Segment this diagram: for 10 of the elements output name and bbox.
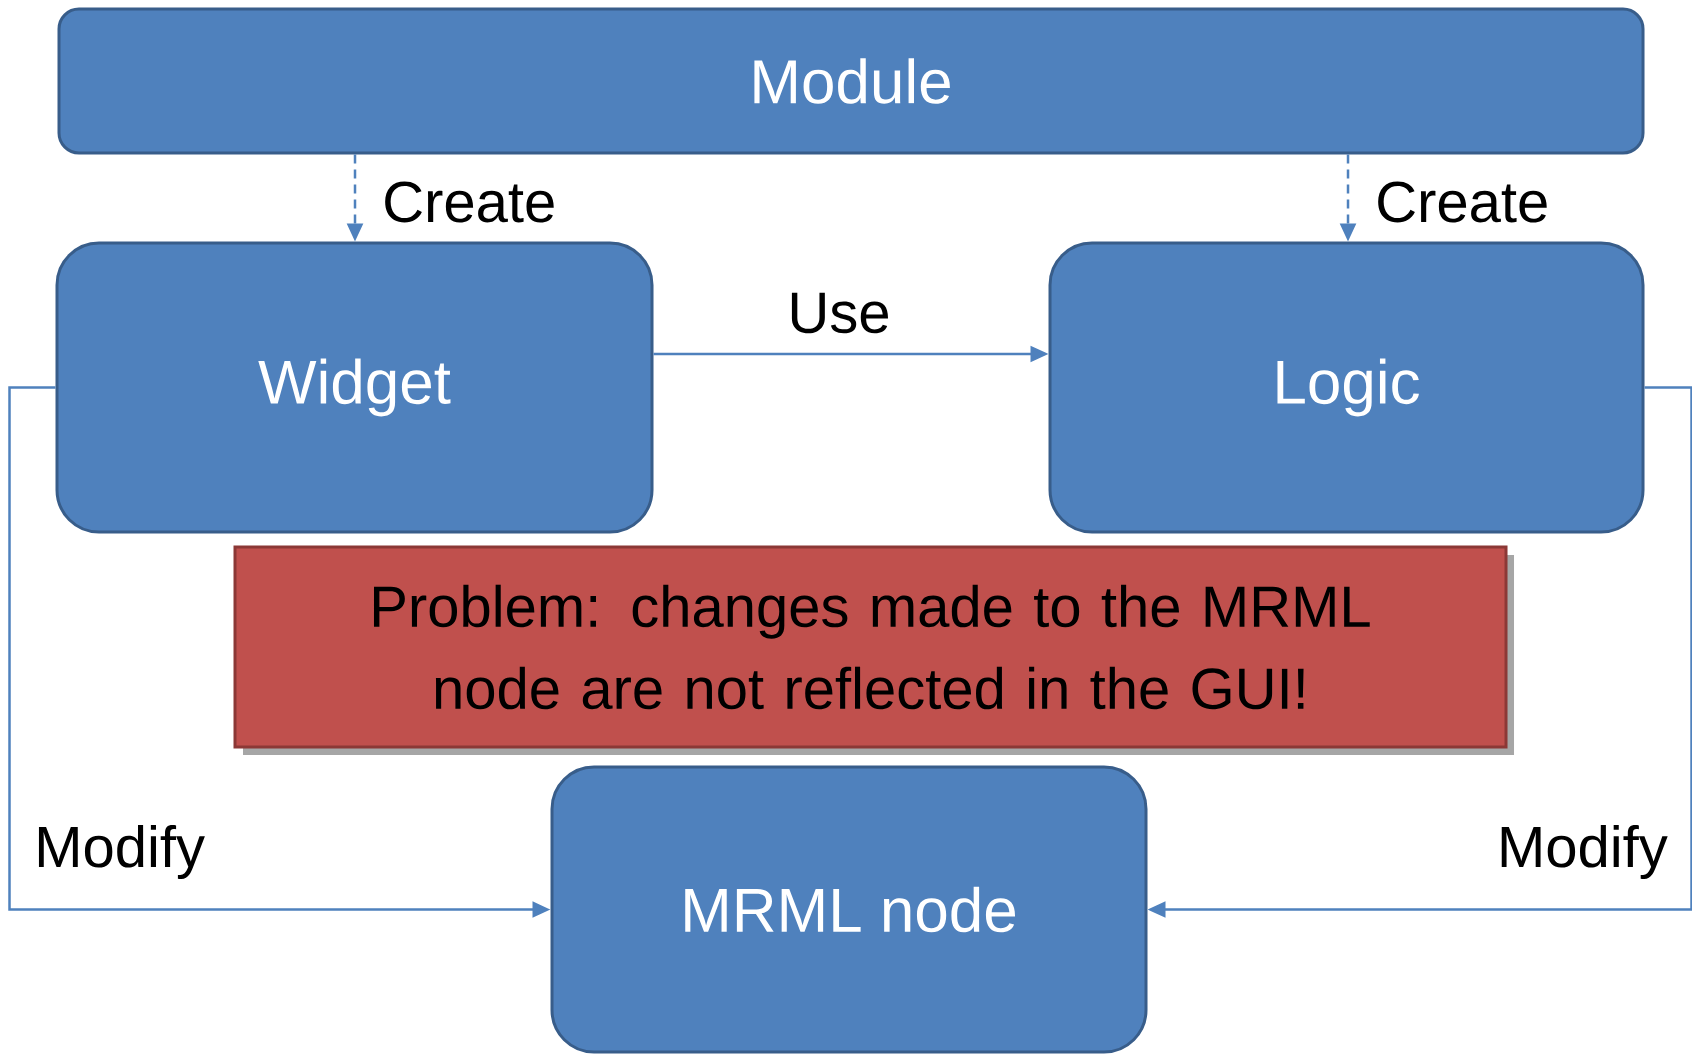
edge-label: Create: [380, 179, 559, 225]
process-box: Module: [57, 7, 1645, 155]
edge-label: Modify: [32, 823, 208, 882]
process-box: MRML node: [550, 765, 1148, 1054]
edge-label: Modify: [1495, 823, 1670, 882]
warning-box: Problem: changes made to the MRML node are not reflected in the GUI!: [233, 545, 1514, 755]
process-box: Widget: [55, 241, 654, 534]
process-box: Logic: [1048, 241, 1645, 534]
edge-label: Create: [1373, 179, 1552, 225]
edge-label: Use: [785, 290, 893, 336]
